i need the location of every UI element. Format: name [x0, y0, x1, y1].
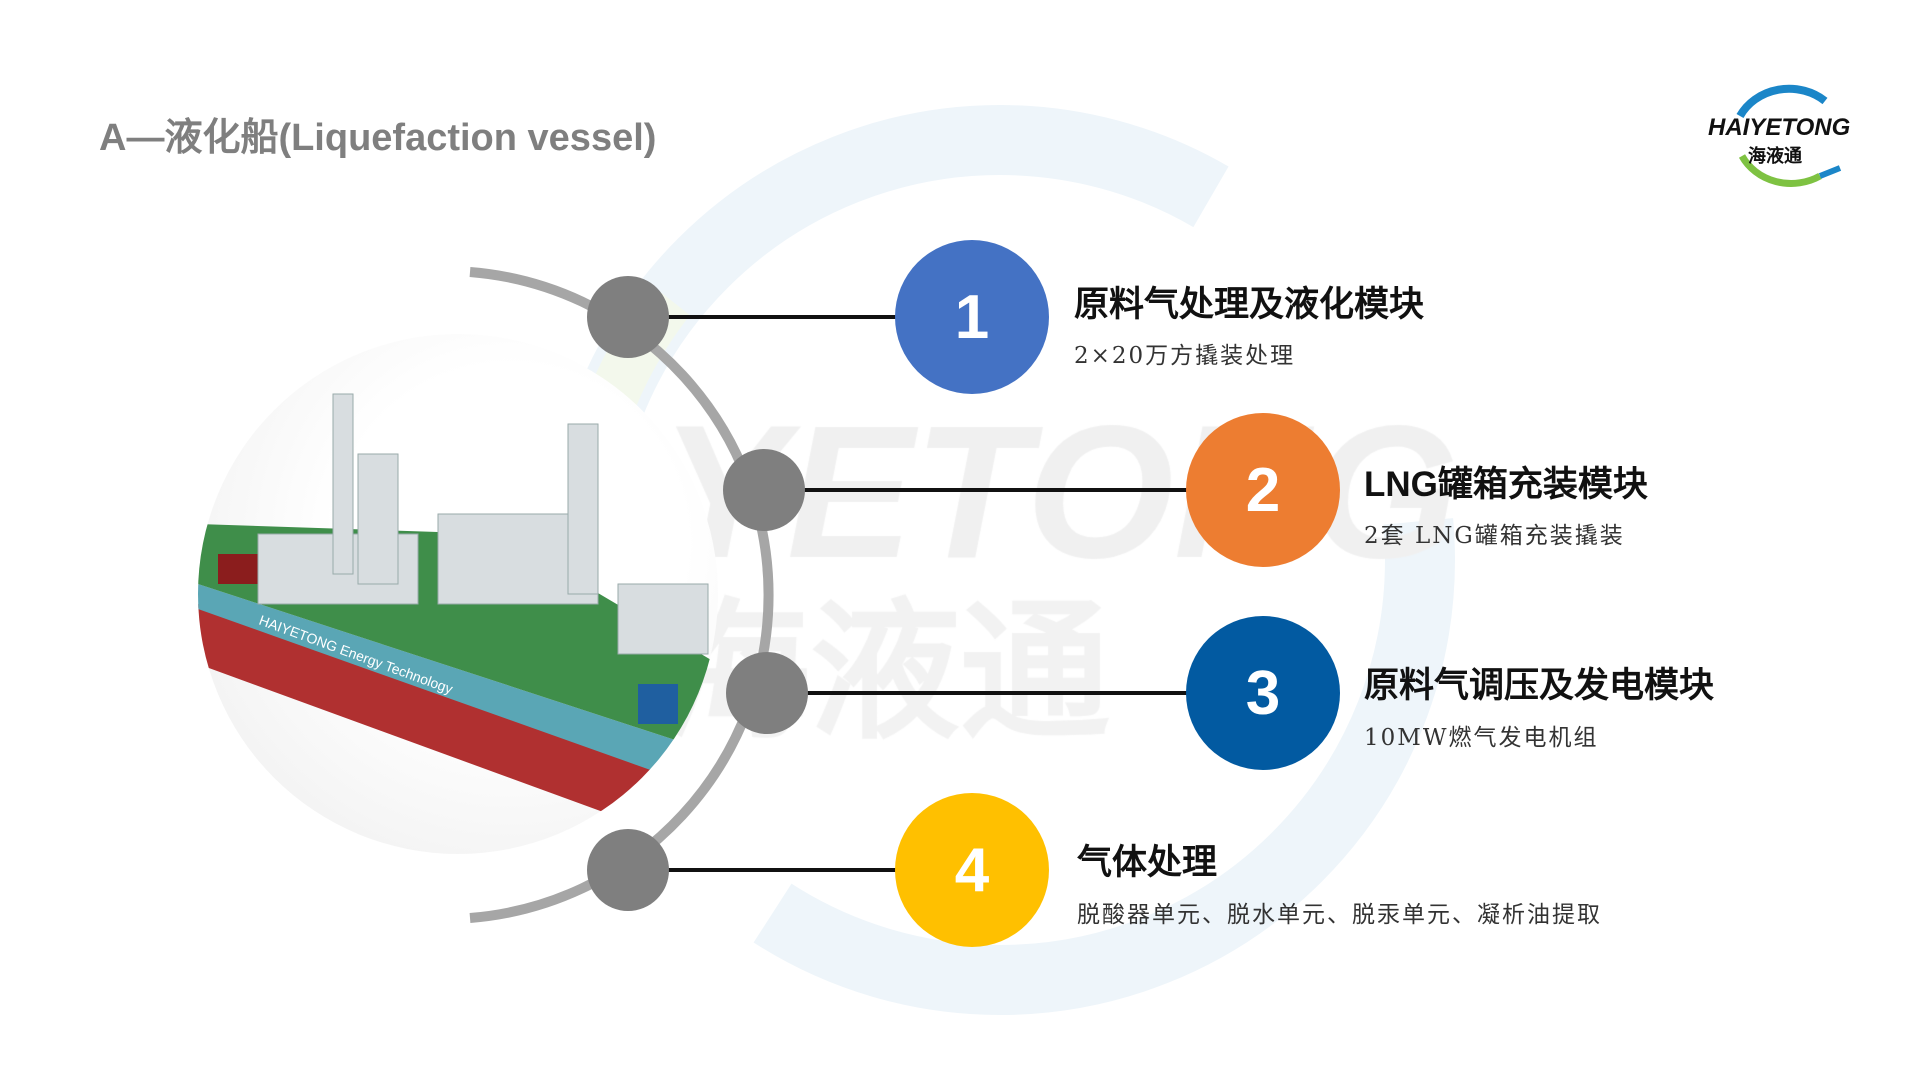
module-title-3: 原料气调压及发电模块 — [1364, 666, 1715, 705]
module-subtitle-2: 2套 LNG罐箱充装撬装 — [1364, 523, 1625, 549]
module-subtitle-3: 10MW燃气发电机组 — [1364, 725, 1599, 751]
node-dot-2 — [723, 449, 805, 531]
module-title-4: 气体处理 — [1077, 843, 1218, 882]
main-arc — [469, 267, 774, 923]
module-number-1: 1 — [895, 240, 1049, 394]
node-dot-4 — [587, 829, 669, 911]
ship-illustration: HAIYETONG Energy Technology — [198, 393, 718, 854]
page-title: A—液化船(Liquefaction vessel) — [99, 117, 657, 159]
module-number-3: 3 — [1186, 616, 1340, 770]
module-number-2: 2 — [1186, 413, 1340, 567]
node-dot-1 — [587, 276, 669, 358]
module-title-2: LNG罐箱充装模块 — [1364, 465, 1648, 504]
module-subtitle-1: 2×20万方撬装处理 — [1074, 343, 1296, 369]
logo-ring-icon — [1736, 84, 1842, 187]
logo-text-en: HAIYETONG — [1708, 114, 1851, 141]
module-subtitle-4: 脱酸器单元、脱水单元、脱汞单元、凝析油提取 — [1077, 902, 1602, 928]
module-number-4: 4 — [895, 793, 1049, 947]
haiyetong-logo: HAIYETONG 海液通 — [1700, 76, 1860, 196]
module-title-1: 原料气处理及液化模块 — [1074, 285, 1425, 324]
ship-image: HAIYETONG Energy Technology — [198, 334, 718, 854]
node-dot-3 — [726, 652, 808, 734]
logo-text-cn: 海液通 — [1748, 146, 1802, 166]
